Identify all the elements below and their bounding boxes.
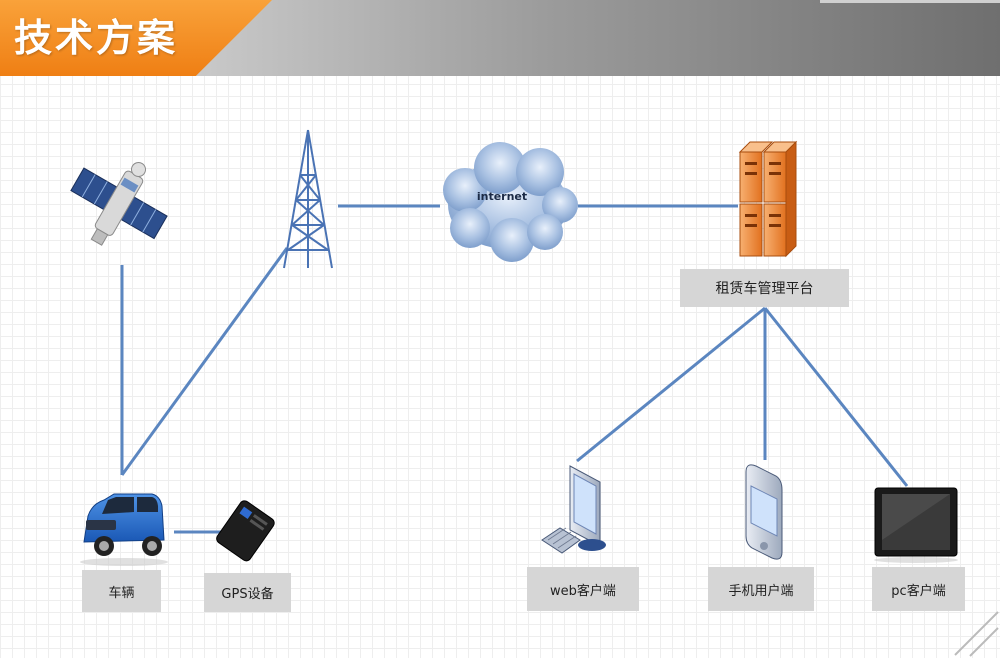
- link-platform-pc: [763, 307, 909, 487]
- platform-label: 租赁车管理平台: [680, 269, 849, 307]
- header-bar: 技术方案: [0, 0, 1000, 76]
- header-strip: [820, 0, 1000, 3]
- vehicle-label: 车辆: [82, 570, 161, 612]
- mobile-client-icon: [745, 464, 783, 560]
- gps-device-icon: [216, 500, 275, 562]
- corner-fold: [954, 611, 999, 657]
- gps-label: GPS设备: [204, 573, 291, 612]
- server-icon: [738, 140, 798, 258]
- page-title: 技术方案: [14, 16, 179, 60]
- pc-client-icon: [874, 487, 958, 563]
- tower-icon: [283, 129, 333, 269]
- mobile-client-label: 手机用户端: [708, 567, 814, 611]
- pc-client-label: pc客户端: [872, 567, 965, 611]
- link-vehicle-tower: [120, 247, 289, 476]
- web-client-icon: [541, 465, 606, 554]
- vehicle-icon: [80, 493, 168, 566]
- internet-cloud-icon: [443, 142, 578, 262]
- satellite-icon: [70, 161, 168, 246]
- link-platform-web: [576, 306, 766, 463]
- connection-lines: [120, 204, 909, 534]
- web-client-label: web客户端: [527, 567, 639, 611]
- internet-label: internet: [476, 190, 528, 203]
